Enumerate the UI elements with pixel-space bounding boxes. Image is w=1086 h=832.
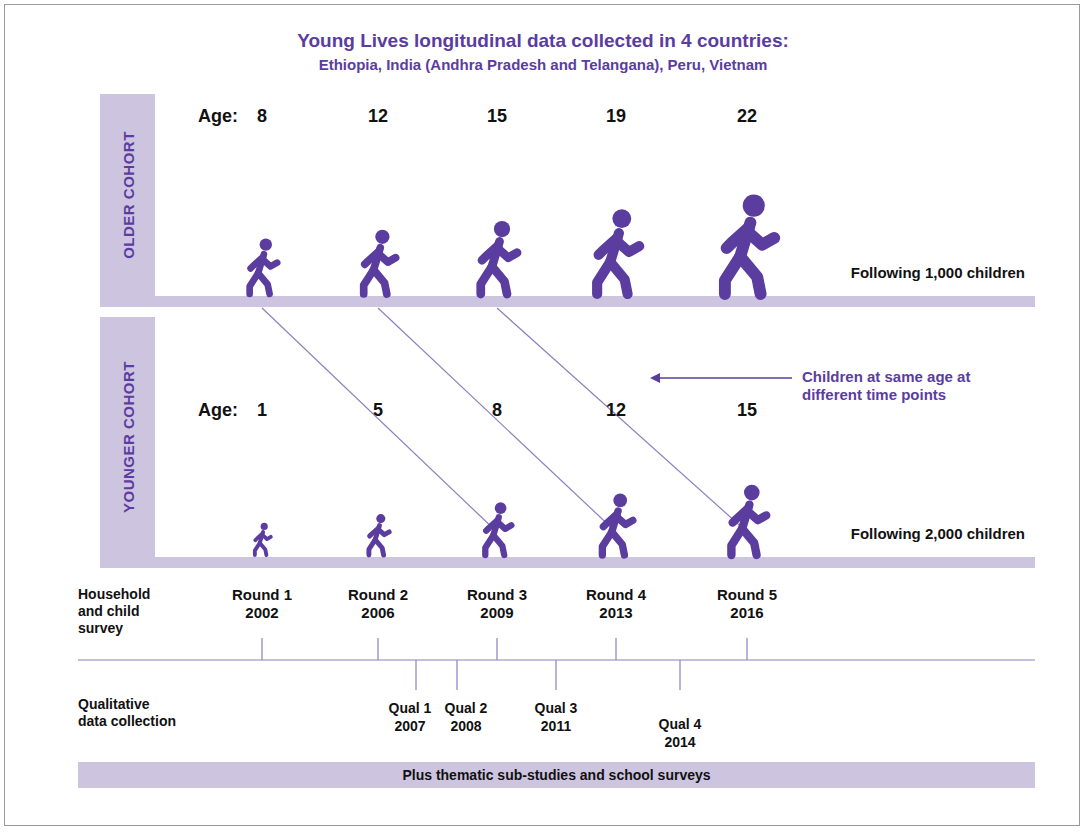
child-figure [731, 485, 766, 555]
cohort-size: Following 2,000 children [851, 525, 1025, 543]
child-figure [364, 230, 396, 294]
age-label: Age: [198, 400, 238, 422]
child-figure [369, 514, 389, 555]
child-figure [725, 195, 774, 294]
round-name: Round 3 [467, 586, 527, 604]
qual-year: 2014 [664, 734, 695, 751]
qual-name: Qual 4 [659, 716, 702, 733]
qual-name: Qual 2 [445, 700, 488, 717]
round-name: Round 1 [232, 586, 292, 604]
round-name: Round 5 [717, 586, 777, 604]
callout-arrow [652, 377, 792, 379]
qual-year: 2007 [394, 718, 425, 735]
qual-year: 2011 [541, 718, 571, 735]
child-figure [485, 502, 511, 555]
round-name: Round 4 [586, 586, 646, 604]
callout-note: Children at same age at different time p… [802, 368, 1017, 404]
title: Young Lives longitudinal data collected … [297, 30, 789, 53]
child-figure [597, 209, 639, 294]
round-year: 2006 [361, 604, 394, 622]
age-value: 15 [737, 400, 757, 422]
age-value: 5 [373, 400, 383, 422]
age-value: 8 [492, 400, 502, 422]
older-baseline [100, 296, 1035, 307]
footer-band: Plus thematic sub-studies and school sur… [78, 762, 1035, 788]
subtitle: Ethiopia, India (Andhra Pradesh and Tela… [319, 56, 768, 74]
footer-label: Plus thematic sub-studies and school sur… [78, 762, 1035, 788]
child-figure [602, 494, 632, 555]
age-value: 19 [606, 106, 626, 128]
qual-year: 2008 [450, 718, 481, 735]
round-year: 2002 [245, 604, 278, 622]
age-value: 1 [257, 400, 267, 422]
age-value: 22 [737, 106, 757, 128]
same-age-links [262, 308, 747, 532]
round-year: 2016 [730, 604, 763, 622]
age-value: 15 [487, 106, 507, 128]
age-value: 8 [257, 106, 267, 128]
cohort-label: OLDER COHORT [119, 131, 136, 259]
child-figures [250, 195, 775, 555]
cohort-size: Following 1,000 children [851, 264, 1025, 282]
row-heading: Household and child survey [78, 586, 178, 636]
cohort-band: OLDER COHORT [100, 94, 155, 296]
cohort-label: YOUNGER COHORT [119, 361, 136, 513]
round-year: 2009 [480, 604, 513, 622]
qual-name: Qual 3 [535, 700, 578, 717]
child-figure [481, 221, 517, 294]
round-name: Round 2 [348, 586, 408, 604]
age-label: Age: [198, 106, 238, 128]
age-value: 12 [368, 106, 388, 128]
younger-baseline [100, 557, 1035, 568]
round-year: 2013 [599, 604, 632, 622]
row-heading: Qualitative data collection [78, 696, 178, 730]
timeline [78, 638, 1035, 690]
age-value: 12 [606, 400, 626, 422]
cohort-band: YOUNGER COHORT [100, 317, 155, 557]
qual-name: Qual 1 [389, 700, 432, 717]
child-figure [250, 238, 278, 294]
child-figure [255, 523, 271, 555]
